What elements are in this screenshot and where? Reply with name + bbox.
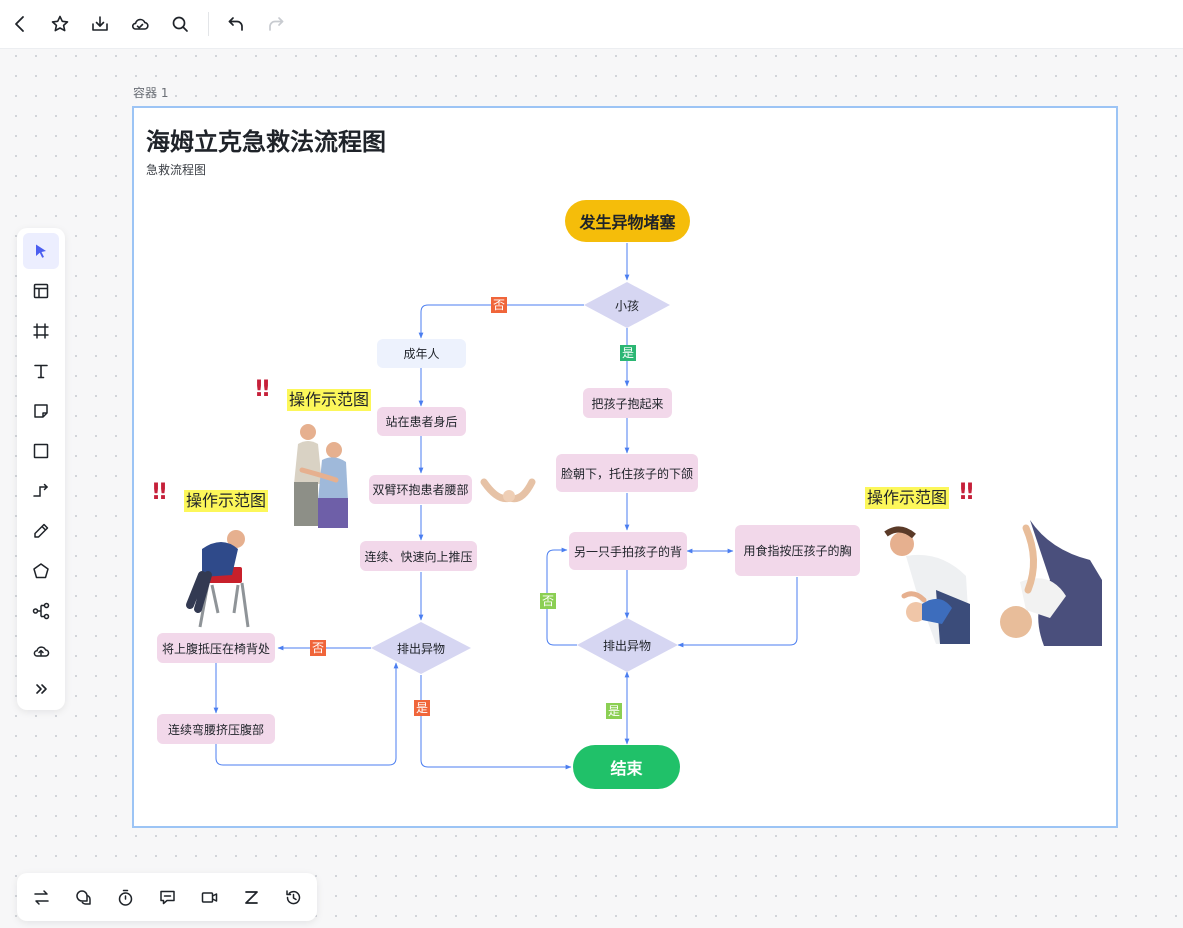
- star-icon[interactable]: [46, 10, 74, 38]
- illustration-hands-clasped[interactable]: [480, 472, 536, 512]
- node-face-down[interactable]: 脸朝下，托住孩子的下颌: [556, 454, 698, 492]
- upload-icon[interactable]: [23, 633, 59, 669]
- illustration-infant-back-blows[interactable]: [870, 520, 978, 645]
- node-finger-press[interactable]: 用食指按压孩子的胸: [735, 525, 860, 576]
- node-start[interactable]: 发生异物堵塞: [565, 200, 690, 242]
- pen-icon[interactable]: [23, 513, 59, 549]
- polygon-icon[interactable]: [23, 553, 59, 589]
- more-icon[interactable]: [23, 671, 59, 707]
- node-arms-around[interactable]: 双臂环抱患者腰部: [369, 475, 472, 504]
- mindmap-icon[interactable]: [23, 593, 59, 629]
- select-icon[interactable]: [23, 233, 59, 269]
- edge-label-adult-yes[interactable]: 是: [414, 700, 431, 716]
- demo-label-adult[interactable]: 操作示范图: [287, 389, 372, 411]
- video-icon[interactable]: [195, 883, 223, 911]
- diagram-subtitle[interactable]: 急救流程图: [146, 163, 207, 177]
- node-bend-squeeze[interactable]: 连续弯腰挤压腹部: [157, 714, 275, 744]
- illustration-infant-chest-press[interactable]: [990, 520, 1102, 646]
- node-hold-child[interactable]: 把孩子抱起来: [583, 388, 672, 418]
- toolbar-divider: [208, 12, 209, 36]
- node-stand-behind[interactable]: 站在患者身后: [377, 407, 466, 436]
- template-icon[interactable]: [23, 273, 59, 309]
- edge-label-child-no[interactable]: 否: [491, 297, 508, 313]
- search-icon[interactable]: [166, 10, 194, 38]
- redo-icon[interactable]: [262, 10, 290, 38]
- cloud-icon[interactable]: [126, 10, 154, 38]
- bottom-toolbar: [17, 873, 317, 921]
- node-pat-back[interactable]: 另一只手拍孩子的背: [569, 532, 687, 570]
- timer-icon[interactable]: [111, 883, 139, 911]
- decision-is-child[interactable]: [584, 282, 670, 328]
- chat-icon[interactable]: [153, 883, 181, 911]
- history-icon[interactable]: [279, 883, 307, 911]
- comment-icon[interactable]: [69, 883, 97, 911]
- decision-expel-child[interactable]: [577, 618, 678, 672]
- back-icon[interactable]: [6, 10, 34, 38]
- edge-label-child-expel-no[interactable]: 否: [540, 593, 557, 609]
- illustration-chair-press[interactable]: [178, 523, 264, 631]
- connector-icon[interactable]: [23, 473, 59, 509]
- demo-label-child[interactable]: 操作示范图: [865, 487, 950, 509]
- rectangle-icon[interactable]: [23, 433, 59, 469]
- left-toolbar: [17, 228, 65, 710]
- edge-label-adult-no[interactable]: 否: [310, 640, 327, 656]
- diagram-title[interactable]: 海姆立克急救法流程图: [146, 128, 386, 156]
- warning-mark-icon: !!: [254, 377, 271, 402]
- edge-finger-to-expel: [677, 577, 798, 648]
- decision-expel-child-label: 排出异物: [602, 638, 651, 653]
- decision-is-child-label: 小孩: [614, 298, 639, 313]
- z-icon[interactable]: [237, 883, 265, 911]
- text-icon[interactable]: [23, 353, 59, 389]
- sticky-note-icon[interactable]: [23, 393, 59, 429]
- frame-icon[interactable]: [23, 313, 59, 349]
- node-chair-press[interactable]: 将上腹抵压在椅背处: [157, 633, 275, 663]
- edge-label-child-expel-yes[interactable]: 是: [606, 703, 623, 719]
- switch-icon[interactable]: [27, 883, 55, 911]
- warning-mark-icon: !!: [958, 480, 975, 505]
- decision-expel-adult[interactable]: [371, 622, 471, 674]
- node-end[interactable]: 结束: [573, 745, 680, 789]
- undo-icon[interactable]: [222, 10, 250, 38]
- edge-child-no: [418, 304, 584, 339]
- container-label[interactable]: 容器 1: [133, 86, 169, 100]
- demo-label-chair[interactable]: 操作示范图: [184, 490, 269, 512]
- edge-bend-loop: [215, 662, 399, 766]
- node-push-up[interactable]: 连续、快速向上推压: [360, 541, 477, 571]
- download-icon[interactable]: [86, 10, 114, 38]
- top-toolbar: [0, 0, 1183, 49]
- decision-expel-adult-label: 排出异物: [396, 641, 445, 656]
- edge-lines: [213, 243, 798, 770]
- edge-expel-yes: [420, 675, 572, 770]
- edge-label-child-yes[interactable]: 是: [620, 345, 637, 361]
- node-adult[interactable]: 成年人: [377, 339, 466, 368]
- illustration-adult-heimlich[interactable]: [284, 420, 356, 530]
- warning-mark-icon: !!: [151, 480, 168, 505]
